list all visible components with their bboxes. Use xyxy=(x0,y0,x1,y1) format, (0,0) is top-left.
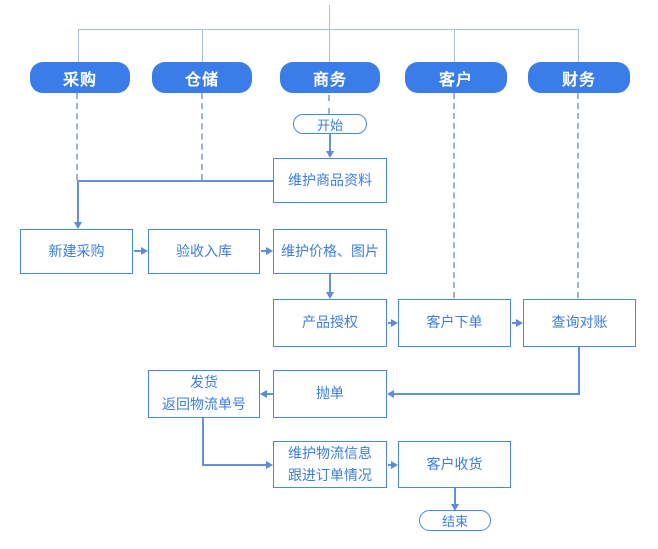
lane-guide-business xyxy=(328,95,330,114)
connector-reconcile-down xyxy=(578,347,580,393)
lane-header-business: 商务 xyxy=(280,62,380,93)
lane-guide-finance xyxy=(577,93,579,298)
node-label-line2: 返回物流单号 xyxy=(162,396,246,412)
arrowhead-right-inspect xyxy=(141,247,148,255)
connector-logistics-to-receive xyxy=(388,464,392,466)
lane-header-finance: 财务 xyxy=(528,62,630,93)
lane-header-label: 仓储 xyxy=(184,71,219,89)
arrowhead-right-reconcile xyxy=(516,319,523,327)
arrowhead-left-ship xyxy=(260,390,267,398)
arrowhead-left-pushorder xyxy=(387,390,394,398)
node-label: 维护商品资料 xyxy=(288,171,372,188)
connector-price-to-auth xyxy=(329,274,331,292)
arrowhead-right-price xyxy=(266,247,273,255)
connector-start-to-maintain xyxy=(329,133,331,151)
lane-guide-customer xyxy=(453,93,455,298)
node-ship-goods: 发货 返回物流单号 xyxy=(148,370,260,418)
lane-header-label: 商务 xyxy=(312,71,347,89)
node-label: 产品授权 xyxy=(302,314,358,331)
connector-ship-down xyxy=(202,418,204,464)
arrowhead-down-newpurchase xyxy=(74,222,82,229)
arrowhead-right-receive xyxy=(391,461,398,469)
lane-header-label: 客户 xyxy=(438,71,473,89)
node-label: 验收入库 xyxy=(176,242,232,259)
node-maintain-price-images: 维护价格、图片 xyxy=(273,229,387,274)
connector-pushorder-to-ship xyxy=(267,393,273,395)
lane-guide-procurement xyxy=(76,93,78,180)
connector-inspect-to-price xyxy=(261,250,267,252)
arrowhead-down-maintain xyxy=(326,151,334,158)
arrowhead-right-order xyxy=(391,319,398,327)
end-label: 结束 xyxy=(441,514,468,529)
connector-reconcile-to-pushorder-h xyxy=(394,393,580,395)
node-customer-place-order: 客户下单 xyxy=(398,299,511,347)
arrowhead-right-logistics xyxy=(266,461,273,469)
node-new-purchase: 新建采购 xyxy=(20,229,133,274)
tree-stub-lane3 xyxy=(329,29,330,62)
connector-receive-to-end xyxy=(454,488,456,504)
tree-stub-lane5 xyxy=(578,29,579,62)
lane-header-customer: 客户 xyxy=(405,62,507,93)
node-label: 维护价格、图片 xyxy=(281,242,379,259)
start-terminal: 开始 xyxy=(293,114,367,134)
node-label: 查询对账 xyxy=(551,314,608,331)
node-maintain-logistics: 维护物流信息 跟进订单情况 xyxy=(273,441,387,488)
node-label: 新建采购 xyxy=(48,242,105,259)
end-terminal: 结束 xyxy=(419,510,491,531)
tree-stub-lane4 xyxy=(454,29,455,62)
lane-header-label: 采购 xyxy=(62,71,97,89)
connector-maintain-to-lane1-h xyxy=(78,180,273,182)
node-label: 抛单 xyxy=(316,385,344,402)
tree-line-center-top xyxy=(329,5,330,29)
node-label: 客户收货 xyxy=(426,455,483,472)
connector-maintain-to-newpurchase-v xyxy=(77,180,79,222)
node-product-authorization: 产品授权 xyxy=(273,299,387,347)
tree-stub-lane1 xyxy=(78,29,79,62)
connector-newpurchase-to-inspect xyxy=(134,250,142,252)
node-label-line2: 跟进订单情况 xyxy=(288,466,372,483)
start-label: 开始 xyxy=(316,117,343,133)
tree-stub-lane2 xyxy=(202,29,203,62)
node-label: 维护物流信息 xyxy=(288,444,372,461)
arrowhead-down-auth xyxy=(326,292,334,299)
node-customer-receive-goods: 客户收货 xyxy=(398,441,511,488)
node-push-order: 抛单 xyxy=(273,370,387,418)
lane-header-label: 财务 xyxy=(561,71,596,89)
node-maintain-product-info: 维护商品资料 xyxy=(273,158,387,203)
node-inspect-into-warehouse: 验收入库 xyxy=(148,229,260,274)
node-label: 客户下单 xyxy=(426,314,483,331)
lane-guide-warehouse xyxy=(201,93,203,180)
lane-header-warehouse: 仓储 xyxy=(152,62,252,93)
arrowhead-down-end xyxy=(451,504,459,511)
connector-auth-to-order xyxy=(388,322,392,324)
node-query-reconciliation: 查询对账 xyxy=(523,299,636,347)
tree-line-horizontal xyxy=(78,29,579,30)
node-label: 发货 xyxy=(190,374,218,391)
connector-order-to-reconcile xyxy=(512,322,517,324)
lane-header-procurement: 采购 xyxy=(30,62,130,93)
connector-ship-to-logistics-h xyxy=(202,464,266,466)
